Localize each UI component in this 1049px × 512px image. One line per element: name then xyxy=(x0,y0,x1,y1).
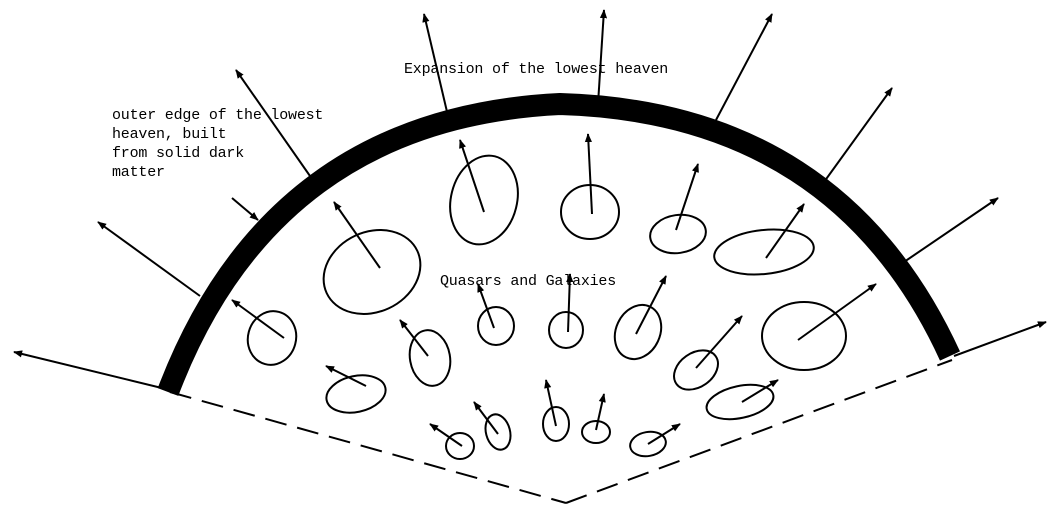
galaxy-arrow xyxy=(766,204,804,258)
outer-edge-label-line: outer edge of the lowest xyxy=(112,106,323,125)
galaxy-shape xyxy=(648,211,709,256)
outer-edge-label-line: matter xyxy=(112,163,323,182)
galaxy-arrow xyxy=(400,320,428,356)
galaxy-arrow xyxy=(460,140,484,212)
galaxy-arrow xyxy=(334,202,380,268)
expansion-label: Expansion of the lowest heaven xyxy=(404,60,668,79)
galaxy-shape xyxy=(242,306,302,371)
expansion-arrow xyxy=(824,88,892,182)
galaxy-arrow xyxy=(798,284,876,340)
galaxy-arrow xyxy=(588,134,592,214)
galaxy-shape xyxy=(712,225,816,279)
outer-edge-label-line: heaven, built xyxy=(112,125,323,144)
expansion-arrow xyxy=(598,10,604,104)
galaxy-arrow xyxy=(648,424,680,444)
expansion-arrow xyxy=(716,14,772,120)
galaxy-arrow xyxy=(696,316,742,368)
outer-edge-label: outer edge of the lowest heaven, built f… xyxy=(112,106,323,182)
galaxy-arrow xyxy=(676,164,698,230)
expansion-arrow xyxy=(14,352,170,390)
outer-edge-pointer-arrow xyxy=(232,198,258,220)
quasars-galaxies-label: Quasars and Galaxies xyxy=(440,272,616,291)
expansion-arrow xyxy=(904,198,998,262)
sector-boundary-right xyxy=(566,360,952,503)
galaxy-shape xyxy=(310,215,434,330)
galaxy-arrow xyxy=(596,394,604,430)
galaxy-shape xyxy=(703,379,776,424)
galaxy-shape xyxy=(582,421,610,443)
galaxy-arrow xyxy=(232,300,284,338)
expansion-arrow xyxy=(98,222,200,296)
galaxy-shape xyxy=(478,307,514,345)
galaxy-shape xyxy=(441,148,527,251)
galaxy-shape xyxy=(549,312,583,348)
galaxy-arrow xyxy=(546,380,556,426)
galaxy-shape xyxy=(667,342,726,397)
galaxy-shape xyxy=(323,370,389,418)
expansion-arrow xyxy=(954,322,1046,356)
outer-edge-label-line: from solid dark xyxy=(112,144,323,163)
